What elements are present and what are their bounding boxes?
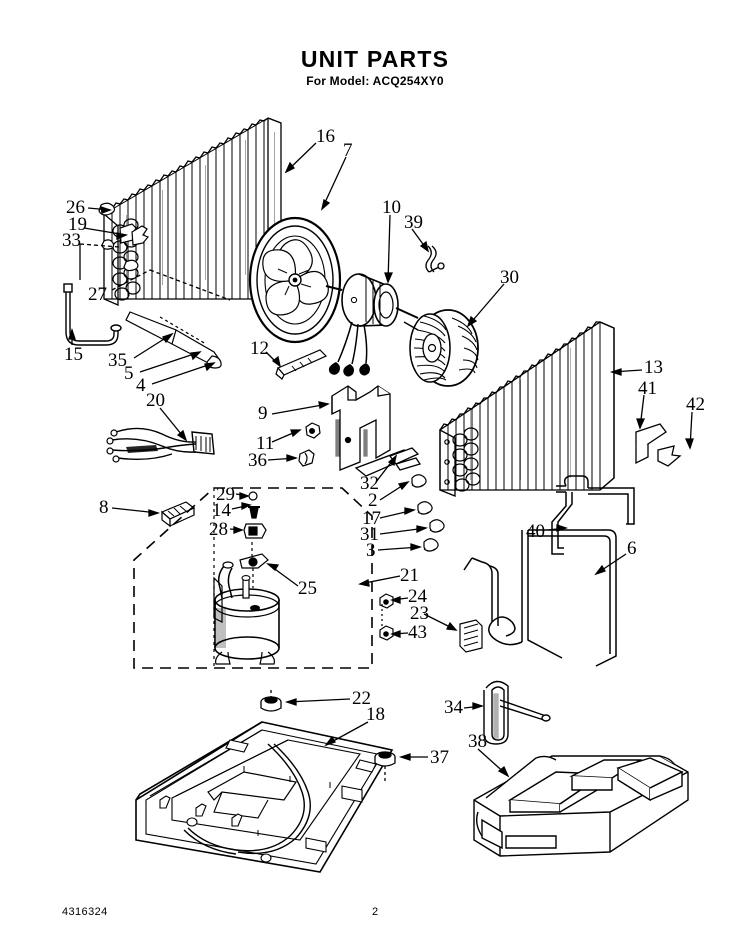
blower-wheel-part — [403, 309, 479, 387]
callout-15: 15 — [64, 344, 83, 365]
callout-5: 5 — [124, 363, 134, 384]
capillary-strap-part — [275, 349, 328, 380]
callout-6: 6 — [627, 538, 637, 559]
callout-42: 42 — [686, 394, 705, 415]
air-divider-part — [473, 755, 689, 857]
callout-40: 40 — [526, 521, 545, 542]
page-title: UNIT PARTS — [300, 46, 450, 72]
support-rod-parts — [125, 311, 222, 369]
callout-34: 34 — [444, 697, 464, 718]
discharge-tube-part — [551, 475, 635, 555]
callout-27: 27 — [88, 284, 107, 305]
motor-mount-bracket-part — [331, 385, 422, 477]
callout-18: 18 — [366, 704, 385, 725]
terminal-block-part — [160, 501, 196, 528]
drain-strap-part — [483, 680, 551, 745]
callout-9: 9 — [258, 403, 268, 424]
callout-2: 2 — [368, 490, 378, 511]
callout-10: 10 — [382, 197, 401, 218]
callout-43: 43 — [408, 622, 427, 643]
fan-motor-part — [325, 273, 419, 377]
callout-36: 36 — [248, 450, 267, 471]
callout-17: 17 — [362, 508, 381, 529]
callout-20: 20 — [146, 390, 165, 411]
callout-32: 32 — [360, 473, 379, 494]
fan-blade-part — [248, 216, 342, 344]
document-number: 4316324 — [62, 906, 108, 918]
mount-fastener-parts — [298, 422, 321, 467]
callout-37: 37 — [430, 747, 449, 768]
callout-12: 12 — [250, 338, 269, 359]
callout-31: 31 — [360, 524, 379, 545]
ground-wire-part — [425, 245, 445, 273]
callout-22: 22 — [352, 688, 371, 709]
retainer-clip-parts — [411, 474, 445, 552]
leader-lines — [68, 142, 694, 778]
compressor-enclosure-outline — [133, 487, 373, 669]
grommet-parts — [260, 690, 396, 782]
callout-3: 3 — [366, 540, 376, 561]
callout-41: 41 — [638, 378, 657, 399]
callout-numbers: 26 19 33 27 15 35 5 4 16 7 10 39 30 13 4… — [62, 126, 705, 768]
callout-16: 16 — [316, 126, 335, 147]
callout-38: 38 — [468, 731, 487, 752]
callout-8: 8 — [99, 497, 109, 518]
callout-21: 21 — [400, 565, 419, 586]
callout-25: 25 — [298, 578, 317, 599]
callout-19: 19 — [68, 214, 87, 235]
callout-23: 23 — [410, 603, 429, 624]
callout-28: 28 — [209, 519, 228, 540]
compressor-mount-fasteners — [379, 593, 483, 653]
compressor-part — [213, 561, 280, 665]
callout-13: 13 — [644, 357, 663, 378]
suction-tubing-part — [463, 529, 617, 667]
callout-35: 35 — [108, 350, 127, 371]
model-subtitle: For Model: ACQ254XY0 — [306, 74, 444, 88]
callout-29: 29 — [216, 484, 235, 505]
callout-11: 11 — [256, 433, 274, 454]
condenser-bracket-part — [635, 423, 682, 467]
callout-4: 4 — [136, 375, 146, 396]
callout-39: 39 — [404, 212, 423, 233]
compressor-fastener-parts — [239, 491, 269, 588]
callout-7: 7 — [343, 140, 353, 161]
wiring-harness-part — [106, 427, 215, 463]
callout-26: 26 — [66, 197, 85, 218]
callout-30: 30 — [500, 267, 519, 288]
page-number: 2 — [371, 906, 379, 918]
callout-33: 33 — [62, 230, 81, 251]
callout-24: 24 — [408, 586, 428, 607]
evaporator-clip-parts — [98, 202, 149, 272]
callout-14: 14 — [212, 500, 232, 521]
condenser-coil-part — [439, 321, 615, 497]
base-pan-part — [135, 721, 394, 873]
evaporator-coil-part — [103, 117, 282, 306]
